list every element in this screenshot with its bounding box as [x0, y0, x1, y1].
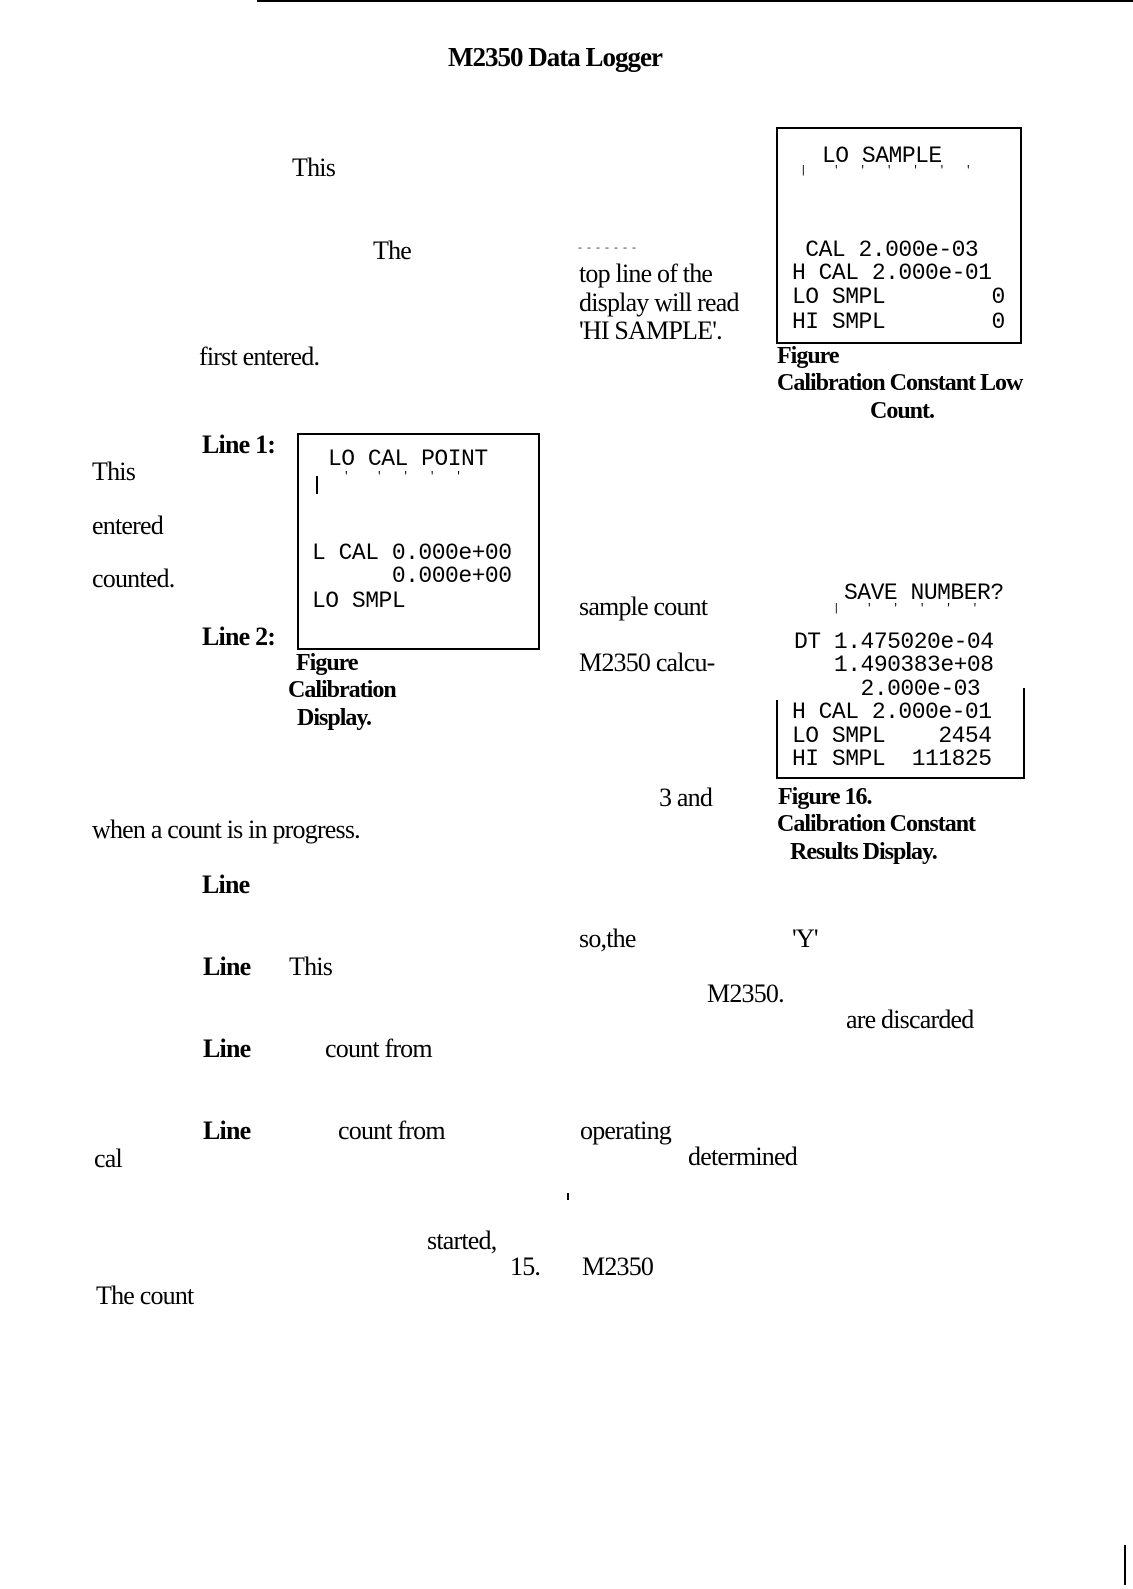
figure-caption-text: Calibration Constant Low: [777, 370, 1023, 396]
text-fragment: started,: [427, 1226, 497, 1255]
text-fragment: This: [289, 952, 333, 981]
text-fragment: Line: [203, 1034, 251, 1063]
text-fragment: The count: [96, 1281, 194, 1310]
text-fragment: first entered.: [199, 342, 320, 371]
text-fragment: count from: [325, 1034, 433, 1063]
text-fragment: count from: [338, 1116, 446, 1145]
text-fragment: when a count is in progress.: [92, 815, 361, 844]
text-fragment: M2350 calcu-: [579, 648, 715, 677]
lcd-border-bottom: [776, 777, 1025, 779]
text-fragment: 3 and: [659, 783, 713, 812]
scan-edge-mark: [1124, 1545, 1126, 1585]
text-fragment: display will read: [579, 288, 740, 317]
text-fragment: entered: [92, 511, 164, 540]
text-fragment: 'HI SAMPLE'.: [579, 316, 723, 345]
lcd-results: SAVE NUMBER? | ' ' ' ' ' DT 1.475020e-04…: [776, 580, 1026, 780]
figure-caption-label: Figure: [296, 650, 359, 676]
lcd-border-left: [776, 700, 778, 778]
figure-caption-text: Calibration: [288, 677, 397, 703]
lcd-line-value: 2.000e-03: [794, 676, 981, 702]
text-fragment: counted.: [92, 564, 175, 593]
lcd-tick-marks: | ' ' ' ' ' ': [800, 165, 972, 177]
text-fragment: Line 1:: [202, 430, 276, 459]
text-fragment: Line: [202, 870, 250, 899]
figure-caption-text: Display.: [297, 705, 372, 731]
figure-caption-text: Calibration Constant: [777, 811, 976, 837]
lcd-line-title: LO SAMPLE: [822, 143, 942, 169]
lcd-line-cal: CAL 2.000e-03: [792, 237, 979, 263]
lcd-border-right: [1023, 688, 1025, 778]
page-header-title: M2350 Data Logger: [448, 42, 663, 72]
lcd-line-hi-smpl: HI SMPL 111825: [792, 746, 992, 772]
text-fragment: sample count: [579, 592, 708, 621]
lcd-line-hcal: H CAL 2.000e-01: [792, 260, 992, 286]
stray-mark: [567, 1193, 569, 1200]
lcd-line-hcal: H CAL 2.000e-01: [792, 699, 992, 725]
lcd-line-title: LO CAL POINT: [328, 446, 488, 472]
lcd-lo-sample: LO SAMPLE | ' ' ' ' ' ' CAL 2.000e-03 H …: [776, 127, 1022, 344]
text-fragment: M2350: [582, 1252, 654, 1281]
text-fragment: Line: [203, 952, 251, 981]
lcd-line-value: 1.490383e+08: [794, 652, 994, 678]
lcd-line-lo-smpl: LO SMPL 0: [792, 284, 1005, 310]
text-fragment: The: [373, 236, 412, 265]
text-fragment: so,the: [579, 924, 636, 953]
figure-caption-text: Count.: [870, 398, 935, 424]
lcd-line-hi-smpl: HI SMPL 0: [792, 309, 1005, 335]
lcd-tick-marks: ' ' ' ' ': [343, 471, 462, 483]
lcd-line-value: 0.000e+00: [312, 563, 512, 589]
text-fragment: This: [92, 457, 136, 486]
figure-caption-text: Results Display.: [790, 839, 938, 865]
lcd-lo-cal-point: LO CAL POINT ' ' ' ' ' L CAL 0.000e+00 0…: [297, 433, 540, 650]
lcd-line-lo-smpl: LO SMPL: [312, 588, 406, 614]
text-fragment: 15.: [510, 1252, 541, 1281]
lcd-tick-marks: | ' ' ' ' ': [833, 603, 979, 615]
lcd-line-lo-smpl: LO SMPL 2454: [792, 723, 992, 749]
text-fragment: M2350.: [707, 979, 785, 1008]
text-fragment: determined: [688, 1142, 798, 1171]
lcd-line-lcal: L CAL 0.000e+00: [312, 540, 512, 566]
lcd-line-dt: DT 1.475020e-04: [794, 629, 994, 655]
header-rule: [257, 0, 1133, 2]
text-fragment: 'Y': [792, 924, 819, 953]
text-fragment: are discarded: [846, 1005, 974, 1034]
text-fragment: top line of the: [579, 259, 713, 288]
figure-caption-label: Figure 16.: [778, 784, 873, 810]
figure-caption-label: Figure: [777, 343, 840, 369]
text-fragment: This: [292, 153, 336, 182]
lcd-line-title: SAVE NUMBER?: [844, 580, 1004, 606]
faint-dashes: - - - - - - -: [578, 240, 637, 254]
text-fragment: operating: [580, 1116, 672, 1145]
text-fragment: Line 2:: [202, 622, 276, 651]
text-fragment: Line: [203, 1116, 251, 1145]
text-fragment: cal: [94, 1144, 123, 1173]
lcd-cursor: [316, 476, 318, 494]
